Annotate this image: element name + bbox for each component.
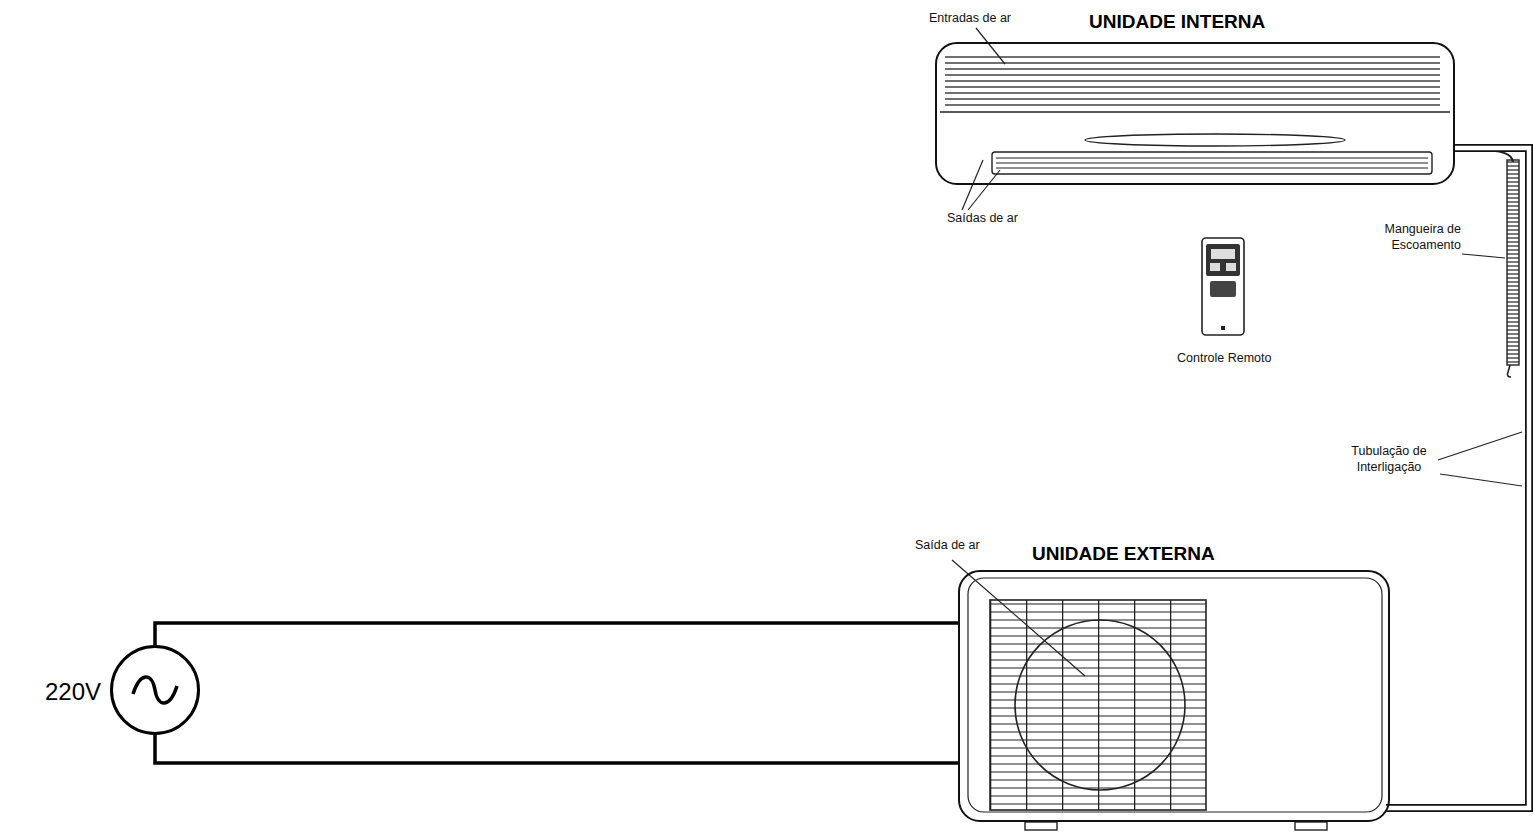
- part-label: Entradas de ar: [928, 11, 1012, 27]
- housing-inner-line: [968, 578, 1382, 812]
- foot: [1025, 822, 1057, 830]
- voltage-label: 220V: [43, 679, 103, 705]
- ac-sine-symbol: [133, 677, 177, 703]
- outdoor-unit: UNIDADE EXTERNA: [958, 570, 1390, 822]
- remote-body: [1202, 238, 1244, 335]
- part-label: Tubulação de Interligação: [1340, 444, 1438, 475]
- part-label: Saída de ar: [914, 538, 981, 554]
- outdoor-unit-details: [968, 578, 1382, 830]
- remote-button: [1226, 263, 1236, 271]
- housing-line: [940, 111, 1450, 112]
- drain-hose: [1480, 150, 1519, 377]
- hose-end: [1507, 365, 1511, 377]
- remote-display: [1211, 249, 1235, 259]
- wire-path: [155, 623, 958, 645]
- hose-body: [1507, 160, 1519, 365]
- power-wire: [155, 735, 958, 763]
- outlet-vane: [996, 167, 1428, 168]
- air-outlet: [992, 152, 1432, 174]
- leader-line: [1438, 432, 1522, 460]
- foot: [1295, 822, 1327, 830]
- indoor-unit-details: [940, 54, 1450, 174]
- remote-keys: [1210, 281, 1236, 297]
- wire-path: [155, 735, 958, 763]
- power-wire: [155, 623, 958, 645]
- leader-line: [952, 560, 1085, 676]
- leader-lines: [952, 28, 1522, 676]
- leader-line: [1462, 254, 1505, 258]
- unit-heading: UNIDADE EXTERNA: [1030, 544, 1217, 565]
- remote-button: [1210, 263, 1220, 271]
- unit-heading: UNIDADE INTERNA: [1087, 12, 1267, 33]
- part-label: Mangueira de Escoamento: [1352, 222, 1462, 253]
- leader-line: [962, 160, 983, 210]
- remote-control: [1202, 238, 1244, 335]
- outlet-vane: [996, 162, 1428, 163]
- fan-circle: [1015, 620, 1185, 790]
- part-label: Saídas de ar: [946, 211, 1019, 227]
- remote-screen: [1206, 244, 1240, 276]
- air-inlet-slats: [945, 54, 1440, 106]
- outlet-vane: [996, 157, 1428, 158]
- indoor-unit: UNIDADE INTERNA: [935, 42, 1455, 185]
- remote-dot: [1221, 326, 1225, 330]
- leader-line: [1440, 474, 1522, 486]
- fan-grille: [990, 600, 1206, 810]
- leader-line: [968, 170, 1000, 210]
- front-oval: [1085, 134, 1345, 146]
- part-label: Controle Remoto: [1176, 351, 1273, 367]
- ac-voltage-source: 220V: [110, 645, 200, 735]
- leader-line: [976, 28, 1005, 64]
